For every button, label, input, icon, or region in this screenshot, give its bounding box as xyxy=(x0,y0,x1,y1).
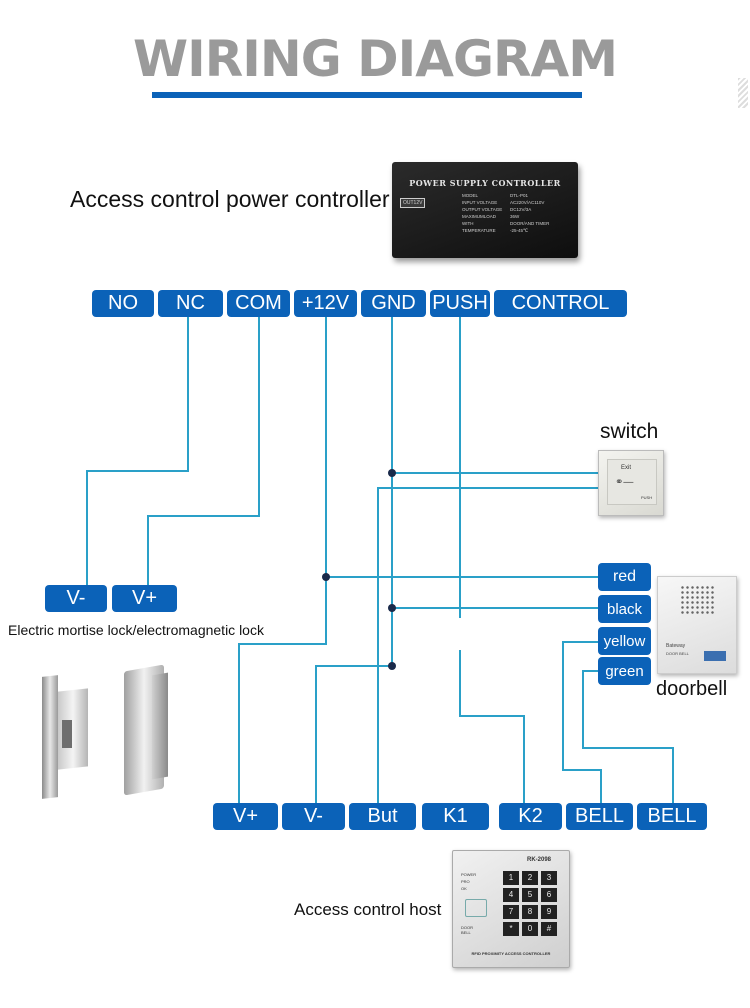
keypad-key: 7 xyxy=(503,905,519,919)
host-terminal-vplus: V+ xyxy=(213,803,278,830)
terminal-gnd: GND xyxy=(361,290,426,317)
rfid-card-icon xyxy=(465,899,487,917)
host-terminal-bell-1: BELL xyxy=(566,803,633,830)
wire-nc-lock xyxy=(86,316,189,586)
doorbell-label: doorbell xyxy=(656,678,728,700)
host-terminal-but: But xyxy=(349,803,416,830)
host-terminal-k2: K2 xyxy=(499,803,562,830)
power-controller-tag: OUT12V xyxy=(400,198,426,208)
title-underline xyxy=(152,92,582,98)
keypad-key: 9 xyxy=(541,905,557,919)
terminal-control: CONTROL xyxy=(494,290,627,317)
terminal-push: PUSH xyxy=(430,290,490,317)
doorbell-sub: DOOR BELL xyxy=(666,651,689,656)
terminal-12v: +12V xyxy=(294,290,357,317)
keypad-key: 1 xyxy=(503,871,519,885)
host-model: RK-2098 xyxy=(527,857,552,863)
wire-com-lock xyxy=(147,316,260,586)
wire-switch-but xyxy=(377,487,598,803)
switch-device: ⚭— Exit PUSH xyxy=(598,450,664,516)
junction-gnd-host xyxy=(388,662,396,670)
junction-gnd-switch xyxy=(388,469,396,477)
host-terminal-vminus: V- xyxy=(282,803,345,830)
switch-label: switch xyxy=(600,420,659,443)
host-bottom-text: RFID PROXIMITY ACCESS CONTROLLER xyxy=(471,951,551,956)
terminal-nc: NC xyxy=(158,290,223,317)
host-label: Access control host xyxy=(294,900,442,919)
lock-terminal-vplus: V+ xyxy=(112,585,177,612)
power-controller-title: POWER SUPPLY CONTROLLER xyxy=(409,178,561,188)
wire-gnd xyxy=(315,316,393,803)
doorbell-brand: Bateway xyxy=(666,643,686,649)
doorbell-wire-black: black xyxy=(598,595,651,623)
doorbell-plate xyxy=(704,651,726,661)
key-icon: ⚭— xyxy=(615,477,634,488)
scroll-indicator[interactable] xyxy=(738,78,748,108)
keypad-key: 0 xyxy=(522,922,538,936)
terminal-no: NO xyxy=(92,290,154,317)
keypad-key: 5 xyxy=(522,888,538,902)
keypad-key: 8 xyxy=(522,905,538,919)
switch-button xyxy=(607,459,657,505)
host-terminal-k1: K1 xyxy=(422,803,489,830)
wire-12v xyxy=(238,316,327,803)
lock-label: Electric mortise lock/electromagnetic lo… xyxy=(8,622,264,638)
junction-12v-red xyxy=(322,573,330,581)
keypad-key: 2 xyxy=(522,871,538,885)
terminal-com: COM xyxy=(227,290,290,317)
doorbell-device: Bateway DOOR BELL xyxy=(657,576,737,674)
junction-gnd-black xyxy=(388,604,396,612)
keypad-key: # xyxy=(541,922,557,936)
keypad-key: 3 xyxy=(541,871,557,885)
wire-green-bell xyxy=(582,670,674,803)
magnetic-lock-image xyxy=(118,664,178,796)
keypad-key: * xyxy=(503,922,519,936)
keypad-key: 4 xyxy=(503,888,519,902)
doorbell-wire-yellow: yellow xyxy=(598,627,651,655)
doorbell-wire-green: green xyxy=(598,657,651,685)
power-controller-label: Access control power controller xyxy=(70,186,390,212)
host-terminal-bell-2: BELL xyxy=(637,803,707,830)
host-bell-text: DOOR BELL xyxy=(461,925,473,935)
lock-terminal-vminus: V- xyxy=(45,585,107,612)
switch-push-text: PUSH xyxy=(641,495,653,500)
wire-yellow-bell xyxy=(562,641,602,803)
mortise-lock-image xyxy=(40,675,92,800)
doorbell-wire-red: red xyxy=(598,563,651,591)
wire-k2 xyxy=(459,650,525,803)
keypad-key: 6 xyxy=(541,888,557,902)
doorbell-grille xyxy=(680,585,716,615)
switch-exit-text: Exit xyxy=(621,465,632,471)
page-title: WIRING DIAGRAM xyxy=(133,30,618,88)
host-keypad: 1 2 3 4 5 6 7 8 9 * 0 # xyxy=(503,871,561,936)
